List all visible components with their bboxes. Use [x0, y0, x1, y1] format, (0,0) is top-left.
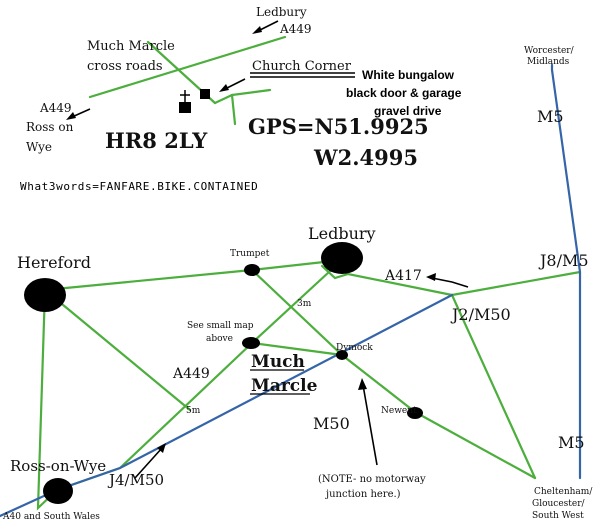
label-a40: A40 and South Wales [2, 512, 100, 522]
postcode: HR8 2LY [105, 128, 208, 153]
road-a417-m5 [450, 270, 582, 297]
label-m5-top: M5 [537, 107, 564, 126]
label-dymock: Dymock [336, 343, 373, 353]
label-newent: Newent [381, 406, 417, 416]
label-trumpet: Trumpet [230, 249, 270, 259]
town-ross [43, 478, 73, 504]
large-map: Worcester/ Midlands M5 Ledbury Hereford … [0, 46, 593, 522]
small-label-bungalow-1: White bungalow [362, 68, 455, 82]
small-label-bungalow-3: gravel drive [374, 104, 442, 118]
road-muchmarcle-dymock [250, 341, 344, 357]
small-label-bungalow-2: black door & garage [346, 86, 462, 100]
arrow-a417 [426, 273, 469, 288]
small-label-ledbury: Ledbury [256, 5, 307, 19]
town-dymock [336, 350, 348, 360]
small-label-much-marcle: Much Marcle [87, 39, 175, 54]
small-label-a449-north: A449 [279, 22, 312, 36]
small-road-church-corner [213, 93, 234, 105]
label-j4-m50: J4/M50 [107, 471, 164, 489]
church-icon [179, 90, 191, 113]
town-trumpet [244, 264, 260, 276]
label-cheltenham: Cheltenham/ [534, 487, 593, 497]
label-ledbury: Ledbury [308, 224, 376, 243]
road-a417 [320, 264, 454, 297]
label-ross-on-wye: Ross-on-Wye [10, 457, 106, 475]
small-road-south [230, 93, 237, 126]
label-note-2: junction here.) [325, 489, 401, 500]
label-3m: 3m [297, 299, 312, 309]
bungalow-icon [200, 89, 210, 99]
gps-longitude: W2.4995 [313, 145, 418, 170]
small-road-east [230, 88, 272, 97]
label-m5-bottom: M5 [558, 433, 585, 452]
label-hereford: Hereford [17, 253, 91, 272]
label-5m: 5m [186, 406, 201, 416]
label-j2-m50: J2/M50 [450, 305, 511, 324]
arrow-ross [66, 108, 91, 120]
label-a449: A449 [172, 366, 210, 382]
label-a417: A417 [384, 268, 422, 284]
arrow-note [358, 378, 378, 466]
label-marcle: Marcle [251, 376, 318, 396]
road-hereford-muchmarcle [43, 288, 192, 412]
small-label-cross-roads: cross roads [87, 59, 163, 74]
label-above: above [206, 334, 233, 344]
label-note-1: (NOTE- no motorway [318, 474, 426, 485]
arrow-ledbury [252, 20, 279, 34]
label-j8-m5: J8/M5 [538, 251, 589, 270]
m5 [550, 63, 582, 480]
road-hereford-ross [36, 288, 59, 511]
small-label-ross-on: Ross on [26, 120, 74, 134]
label-south-west: South West [532, 511, 584, 521]
town-newent [407, 407, 423, 419]
small-label-church-corner: Church Corner [252, 59, 352, 74]
arrow-j4 [134, 443, 166, 479]
small-road-a449 [88, 35, 287, 99]
label-gloucester: Gloucester/ [532, 499, 586, 509]
small-label-wye: Wye [26, 140, 52, 154]
gps-latitude: GPS=N51.9925 [248, 114, 429, 139]
town-ledbury [321, 242, 363, 274]
town-much-marcle [242, 337, 260, 349]
small-map: Ledbury A449 Much Marcle cross roads Chu… [20, 5, 462, 193]
motorways [0, 63, 582, 518]
label-midlands: Midlands [527, 57, 570, 67]
what3words: What3words=FANFARE.BIKE.CONTAINED [20, 180, 258, 193]
arrow-church-corner [219, 78, 246, 92]
m50 [0, 293, 454, 518]
small-label-a449-south: A449 [39, 101, 72, 115]
label-much: Much [251, 352, 305, 372]
road-j2-cheltenham [450, 293, 537, 480]
label-m50: M50 [313, 414, 350, 433]
town-hereford [24, 278, 66, 312]
road-newent-cheltenham [413, 410, 537, 480]
label-see-small-map: See small map [187, 321, 254, 331]
label-worcester: Worcester/ [524, 46, 575, 56]
